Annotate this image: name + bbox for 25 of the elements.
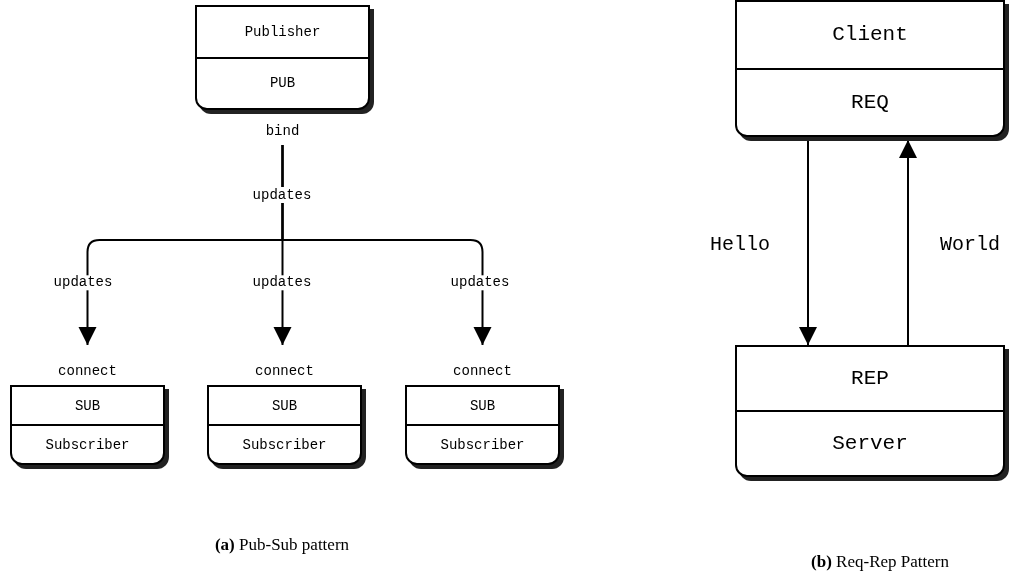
edge-label: updates [252, 275, 312, 291]
edge-label: updates [53, 275, 113, 291]
caption: (b) Req-Rep Pattern [811, 552, 949, 572]
box-text: Publisher [244, 23, 321, 40]
box-text: Subscriber [440, 436, 525, 453]
box-text: REQ [851, 90, 889, 114]
arrow [281, 144, 492, 346]
box-text: SUB [469, 397, 496, 414]
box-text: Subscriber [242, 436, 327, 453]
box-text: Client [832, 23, 908, 47]
box-text: PUB [269, 75, 296, 92]
port-label: connect [255, 363, 314, 379]
box-text: Server [832, 432, 908, 455]
arrow [899, 139, 917, 346]
port-label: bind [265, 123, 300, 139]
box-text: REP [851, 367, 889, 390]
box-text: SUB [74, 397, 101, 414]
arrow [799, 139, 817, 346]
box-text: SUB [271, 397, 298, 414]
port-label: connect [58, 363, 117, 379]
edge-label: updates [450, 275, 510, 291]
box-text: Subscriber [45, 436, 130, 453]
line-label: updates [252, 187, 312, 203]
caption: (a) Pub-Sub pattern [214, 535, 350, 555]
port-label: connect [453, 363, 512, 379]
